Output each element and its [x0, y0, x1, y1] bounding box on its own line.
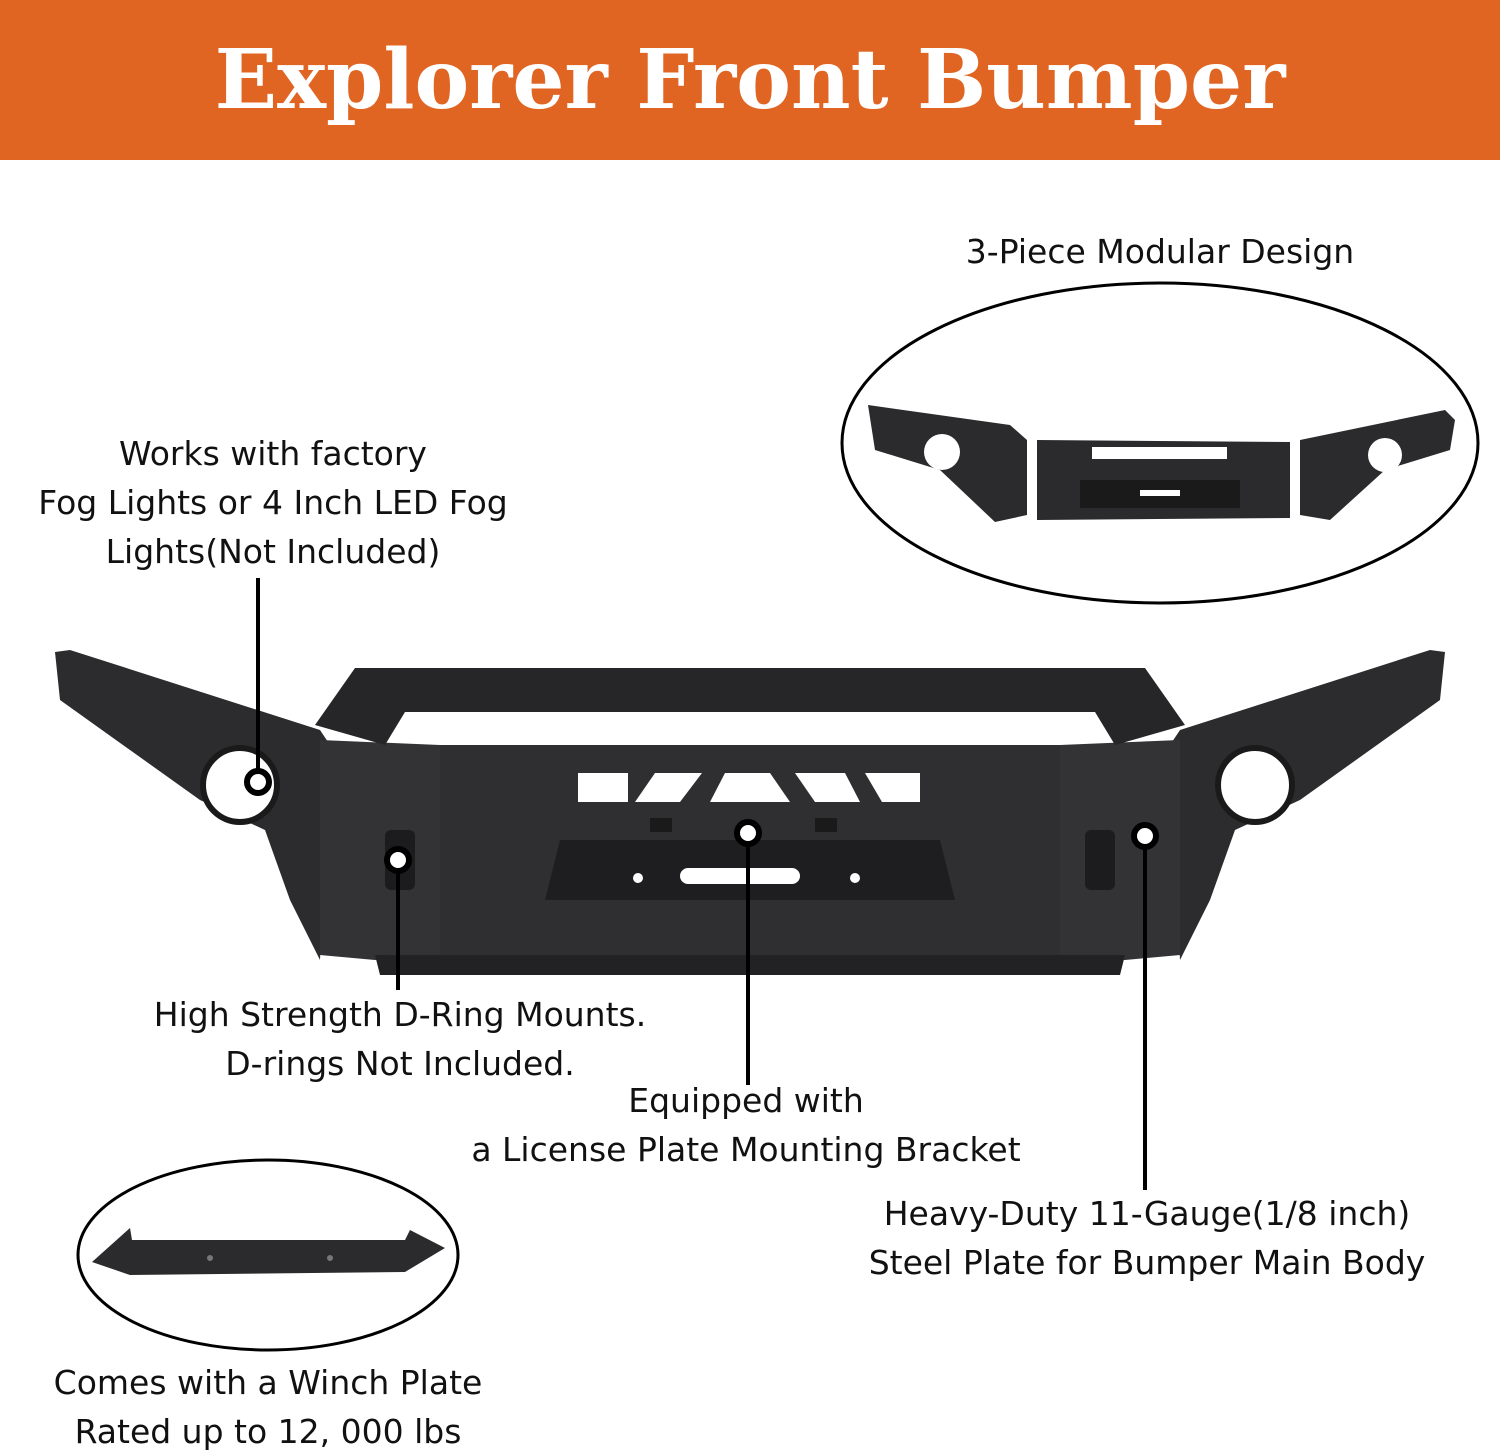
callout-line: D-rings Not Included.	[225, 1044, 575, 1083]
callout-winch-plate: Comes with a Winch Plate Rated up to 12,…	[54, 1358, 483, 1456]
callout-d-ring-mounts: High Strength D-Ring Mounts. D-rings Not…	[154, 990, 646, 1088]
callout-fog-lights: Works with factory Fog Lights or 4 Inch …	[38, 429, 507, 576]
callout-leaders	[244, 578, 1159, 1190]
callout-line: Fog Lights or 4 Inch LED Fog	[38, 483, 508, 522]
callout-modular-design: 3-Piece Modular Design	[966, 227, 1354, 276]
page-title: Explorer Front Bumper	[214, 32, 1286, 128]
callout-line: Steel Plate for Bumper Main Body	[868, 1243, 1426, 1282]
modular-pieces-image	[868, 405, 1455, 522]
callout-line: Heavy-Duty 11-Gauge(1/8 inch)	[883, 1194, 1411, 1233]
callout-license-plate: Equipped with a License Plate Mounting B…	[471, 1076, 1020, 1174]
callout-line: 3-Piece Modular Design	[965, 232, 1355, 271]
winch-callout-ellipse	[76, 1158, 460, 1352]
callout-line: Works with factory	[119, 434, 427, 473]
title-banner: Explorer Front Bumper	[0, 0, 1500, 160]
callout-line: a License Plate Mounting Bracket	[471, 1130, 1021, 1169]
modular-callout-ellipse	[840, 281, 1480, 605]
callout-line: Rated up to 12, 000 lbs	[74, 1412, 462, 1451]
winch-plate-image	[92, 1228, 445, 1275]
callout-line: Comes with a Winch Plate	[53, 1363, 483, 1402]
callout-steel-plate: Heavy-Duty 11-Gauge(1/8 inch) Steel Plat…	[869, 1189, 1426, 1287]
callout-line: Lights(Not Included)	[105, 532, 441, 571]
callout-line: Equipped with	[628, 1081, 864, 1120]
callout-line: High Strength D-Ring Mounts.	[153, 995, 647, 1034]
